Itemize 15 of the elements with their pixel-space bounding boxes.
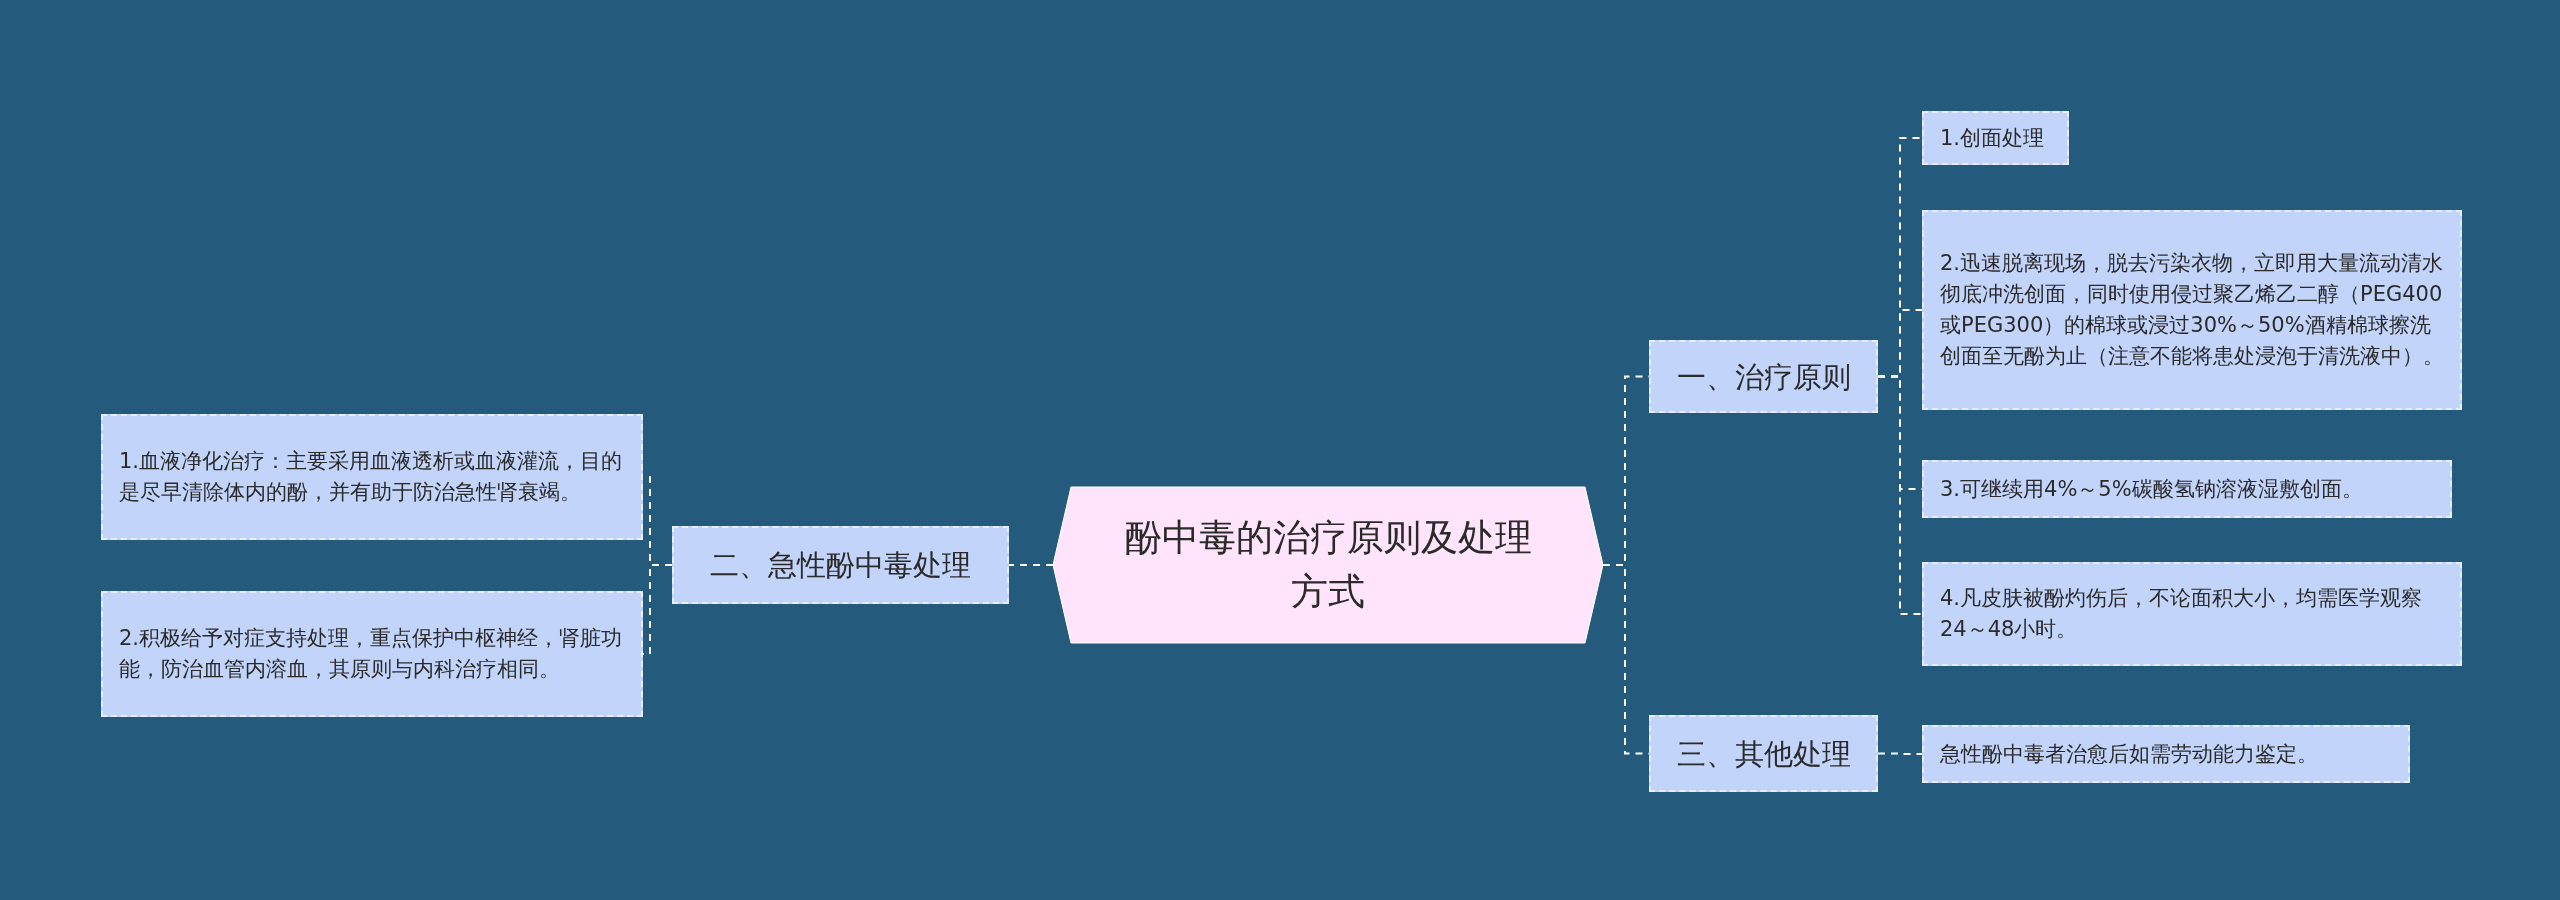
central-topic-hexagon [1053, 485, 1603, 645]
detail-card: 2.迅速脱离现场，脱去污染衣物，立即用大量流动清水彻底冲洗创面，同时使用侵过聚乙烯乙二醇（PEG400或PEG300）的棉球或浸过30%～50%酒精棉球擦洗创面至无酚为止（注意不能将患处浸泡于清洗液中）。 [1922, 210, 2462, 410]
connector-line [1008, 564, 1054, 566]
central-topic-title: 酚中毒的治疗原则及处理方式 [1123, 515, 1533, 615]
detail-card: 急性酚中毒者治愈后如需劳动能力鉴定。 [1922, 725, 2410, 783]
connector-line [1877, 375, 1923, 615]
branch-topic-card: 二、急性酚中毒处理 [672, 526, 1009, 604]
detail-card: 1.血液净化治疗：主要采用血液透析或血液灌流，目的是尽早清除体内的酚，并有助于防治急性肾衰竭。 [101, 414, 643, 540]
branch-topic-card: 三、其他处理 [1649, 715, 1878, 792]
detail-card: 1.创面处理 [1922, 111, 2069, 165]
detail-card: 2.积极给予对症支持处理，重点保护中枢神经，肾脏功能，防治血管内溶血，其原则与内科治疗相同。 [101, 591, 643, 717]
detail-card: 4.凡皮肤被酚灼伤后，不论面积大小，均需医学观察24～48小时。 [1922, 562, 2462, 666]
connector-line [1877, 752, 1923, 755]
branch-topic-card: 一、治疗原则 [1649, 340, 1878, 413]
detail-card: 3.可继续用4%～5%碳酸氢钠溶液湿敷创面。 [1922, 460, 2452, 518]
